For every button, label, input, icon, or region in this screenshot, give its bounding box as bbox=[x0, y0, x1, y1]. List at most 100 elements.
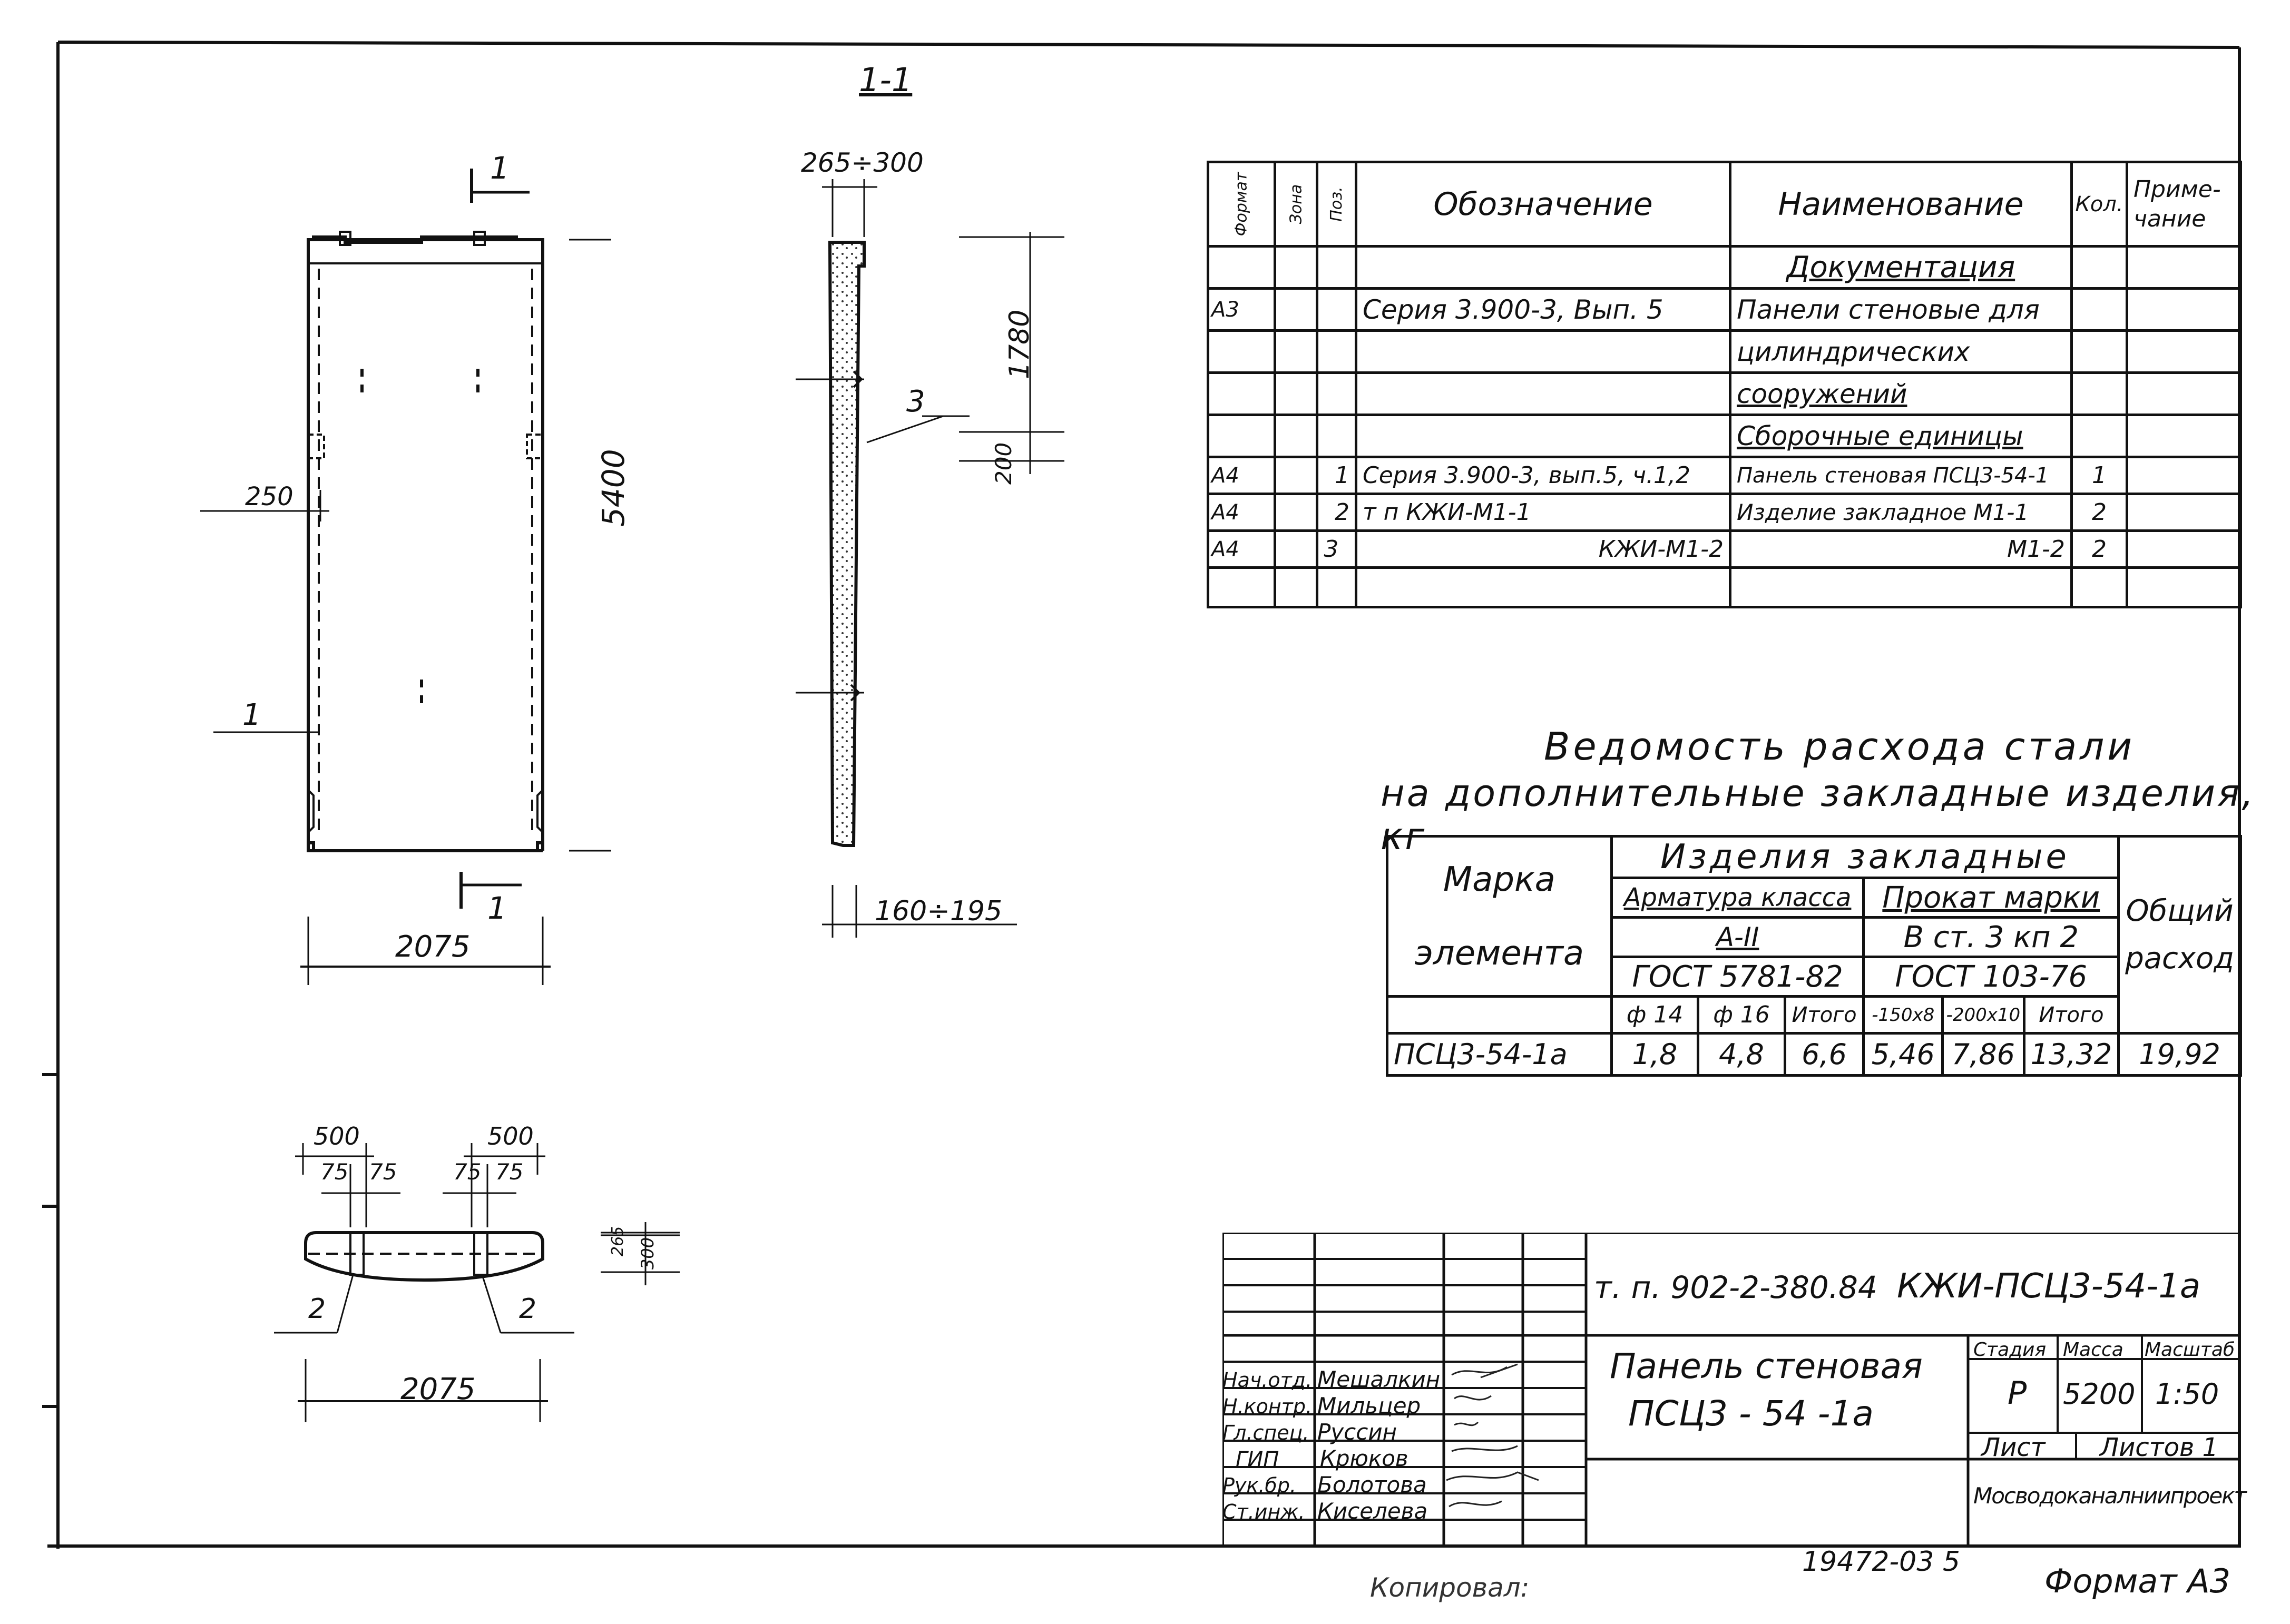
dim-265: 265 bbox=[609, 1226, 627, 1256]
steel-col-total: Общий расход bbox=[2117, 835, 2242, 1035]
spec-row-4-designation: Серия 3.900-3, вып.5, ч.1,2 bbox=[1355, 456, 1731, 495]
col-zone-header: Зона bbox=[1287, 184, 1306, 224]
spec-row-5-pos: 2 bbox=[1316, 493, 1358, 532]
spec-row-5-name: Изделие закладное М1-1 bbox=[1728, 493, 2073, 532]
spec-row-1-name: Панели стеновые для bbox=[1728, 287, 2073, 332]
steel-val-overall: 19,92 bbox=[2117, 1032, 2242, 1077]
tb-role-2: Н.контр. bbox=[1222, 1395, 1313, 1418]
title-block-frame bbox=[1222, 1233, 2241, 1548]
footer-copied: Копировал: bbox=[1370, 1572, 1530, 1603]
dim-75-a: 75 bbox=[320, 1159, 349, 1185]
steel-col-total1: Итого bbox=[1783, 995, 1865, 1035]
cut-mark-top: 1 bbox=[490, 150, 510, 186]
steel-val-150x8: 5,46 bbox=[1862, 1032, 1944, 1077]
tb-sheet-label: Лист bbox=[1981, 1433, 2046, 1462]
section-title: 1-1 bbox=[859, 61, 913, 99]
dim-75-b: 75 bbox=[369, 1159, 397, 1185]
col-name-header: Наименование bbox=[1728, 161, 2073, 248]
spec-row-4-format: А4 bbox=[1207, 456, 1276, 495]
tb-person-5: Болотова bbox=[1317, 1472, 1427, 1498]
steel-table: Марка элемента Изделия закладные Общий р… bbox=[1386, 835, 2242, 1077]
spec-table: Формат Зона Поз. Обозначение Наименовани… bbox=[1207, 161, 2243, 608]
leader-pos1: 1 bbox=[242, 698, 261, 732]
section-view bbox=[796, 179, 1017, 938]
leader-pos3: 3 bbox=[906, 385, 925, 419]
steel-sub2-gost: ГОСТ 103-76 bbox=[1862, 956, 2120, 998]
spec-row-1-designation: Серия 3.900-3, Вып. 5 bbox=[1355, 287, 1731, 332]
spec-row-4-name: Панель стеновая ПСЦ3-54-1 bbox=[1728, 456, 2073, 495]
steel-val-phi16: 4,8 bbox=[1697, 1032, 1786, 1077]
col-qty-header: Кол. bbox=[2070, 161, 2128, 248]
spec-row-3-name: сооружений bbox=[1728, 371, 2073, 416]
dim-75-d: 75 bbox=[495, 1159, 524, 1185]
tb-role-1: Нач.отд. bbox=[1222, 1369, 1313, 1392]
section-documentation: Документация bbox=[1728, 245, 2073, 290]
steel-col-phi16: ф 16 bbox=[1697, 995, 1786, 1035]
tb-scale-label: Масштаб bbox=[2145, 1339, 2235, 1361]
steel-sub1-gost: ГОСТ 5781-82 bbox=[1610, 956, 1865, 998]
steel-sub1: Арматура класса bbox=[1610, 877, 1865, 919]
tb-code: КЖИ-ПСЦ3-54-1а bbox=[1897, 1267, 2201, 1306]
panel-front-view bbox=[200, 169, 611, 985]
section-assembly-units: Сборочные единицы bbox=[1728, 414, 2073, 458]
plan-view bbox=[274, 1143, 680, 1422]
dim-width-front: 2075 bbox=[395, 930, 471, 964]
col-note-header: Приме-чание bbox=[2125, 161, 2243, 248]
cut-mark-bottom: 1 bbox=[487, 890, 507, 926]
section-dimensions bbox=[959, 232, 1064, 474]
spec-row-6-qty: 2 bbox=[2070, 529, 2128, 569]
tb-role-6: Ст.инж. bbox=[1222, 1500, 1305, 1523]
tb-sheets-label: Листов 1 bbox=[2100, 1433, 2219, 1462]
steel-val-phi14: 1,8 bbox=[1610, 1032, 1700, 1077]
steel-col-150x8: -150х8 bbox=[1862, 995, 1944, 1035]
steel-sub2-class: В ст. 3 кп 2 bbox=[1862, 916, 2120, 958]
steel-col-mark: Марка элемента bbox=[1386, 835, 1613, 998]
tb-name-2: ПСЦ3 - 54 -1а bbox=[1628, 1393, 1874, 1434]
steel-val-total2: 13,32 bbox=[2022, 1032, 2120, 1077]
col-designation-header: Обозначение bbox=[1355, 161, 1731, 248]
footer-inventory: 19472-03 5 bbox=[1802, 1546, 1960, 1578]
dim-500-left: 500 bbox=[314, 1122, 360, 1150]
spec-row-2-name: цилиндрических bbox=[1728, 329, 2073, 374]
dim-200: 200 bbox=[991, 442, 1016, 485]
tb-role-3: Гл.спец. bbox=[1222, 1421, 1309, 1444]
tb-org: Мосводоканалниипроект bbox=[1973, 1483, 2247, 1509]
dim-500-right: 500 bbox=[487, 1122, 534, 1150]
tb-mass-label: Масса bbox=[2063, 1339, 2123, 1361]
footer-format: Формат А3 bbox=[2044, 1562, 2231, 1600]
spec-row-6-designation: КЖИ-М1-2 bbox=[1355, 529, 1731, 569]
tb-person-4: Крюков bbox=[1320, 1445, 1408, 1471]
tb-person-3: Руссин bbox=[1317, 1419, 1397, 1445]
dim-total-height: 5400 bbox=[595, 449, 631, 527]
spec-row-5-format: А4 bbox=[1207, 493, 1276, 532]
tb-mass: 5200 bbox=[2063, 1377, 2136, 1411]
steel-val-total1: 6,6 bbox=[1783, 1032, 1865, 1077]
col-pos-header: Поз. bbox=[1327, 186, 1346, 222]
steel-col-phi14: ф 14 bbox=[1610, 995, 1700, 1035]
dim-side-offset: 250 bbox=[245, 482, 293, 511]
dim-bottom-thickness: 160÷195 bbox=[875, 895, 1003, 927]
tb-role-4: ГИП bbox=[1236, 1448, 1279, 1472]
tb-person-1: Мешалкин bbox=[1317, 1366, 1441, 1392]
steel-row-mark: ПСЦ3-54-1а bbox=[1386, 1032, 1613, 1077]
spec-row-6-pos: 3 bbox=[1316, 529, 1358, 569]
col-format-header: Формат bbox=[1232, 172, 1251, 237]
steel-sub1-class: А-II bbox=[1610, 916, 1865, 958]
dim-75-c: 75 bbox=[453, 1159, 482, 1185]
spec-row-4-qty: 1 bbox=[2070, 456, 2128, 495]
steel-group-header: Изделия закладные bbox=[1610, 835, 2120, 879]
tb-name-1: Панель стеновая bbox=[1610, 1346, 1923, 1386]
tb-person-6: Киселева bbox=[1317, 1498, 1428, 1524]
tb-person-2: Мильцер bbox=[1317, 1393, 1421, 1419]
spec-row-6-name: М1-2 bbox=[1728, 529, 2073, 569]
leader-pos2-right: 2 bbox=[519, 1293, 537, 1325]
spec-row-5-qty: 2 bbox=[2070, 493, 2128, 532]
steel-val-200x10: 7,86 bbox=[1941, 1032, 2025, 1077]
tb-project: т. п. 902-2-380.84 bbox=[1594, 1269, 1877, 1305]
dim-width-plan: 2075 bbox=[400, 1372, 476, 1406]
steel-col-total2: Итого bbox=[2022, 995, 2120, 1035]
steel-table-title-1: Ведомость расхода стали bbox=[1544, 724, 2136, 769]
dim-1780: 1780 bbox=[1004, 309, 1035, 379]
spec-row-4-pos: 1 bbox=[1316, 456, 1358, 495]
tb-scale: 1:50 bbox=[2155, 1377, 2219, 1411]
